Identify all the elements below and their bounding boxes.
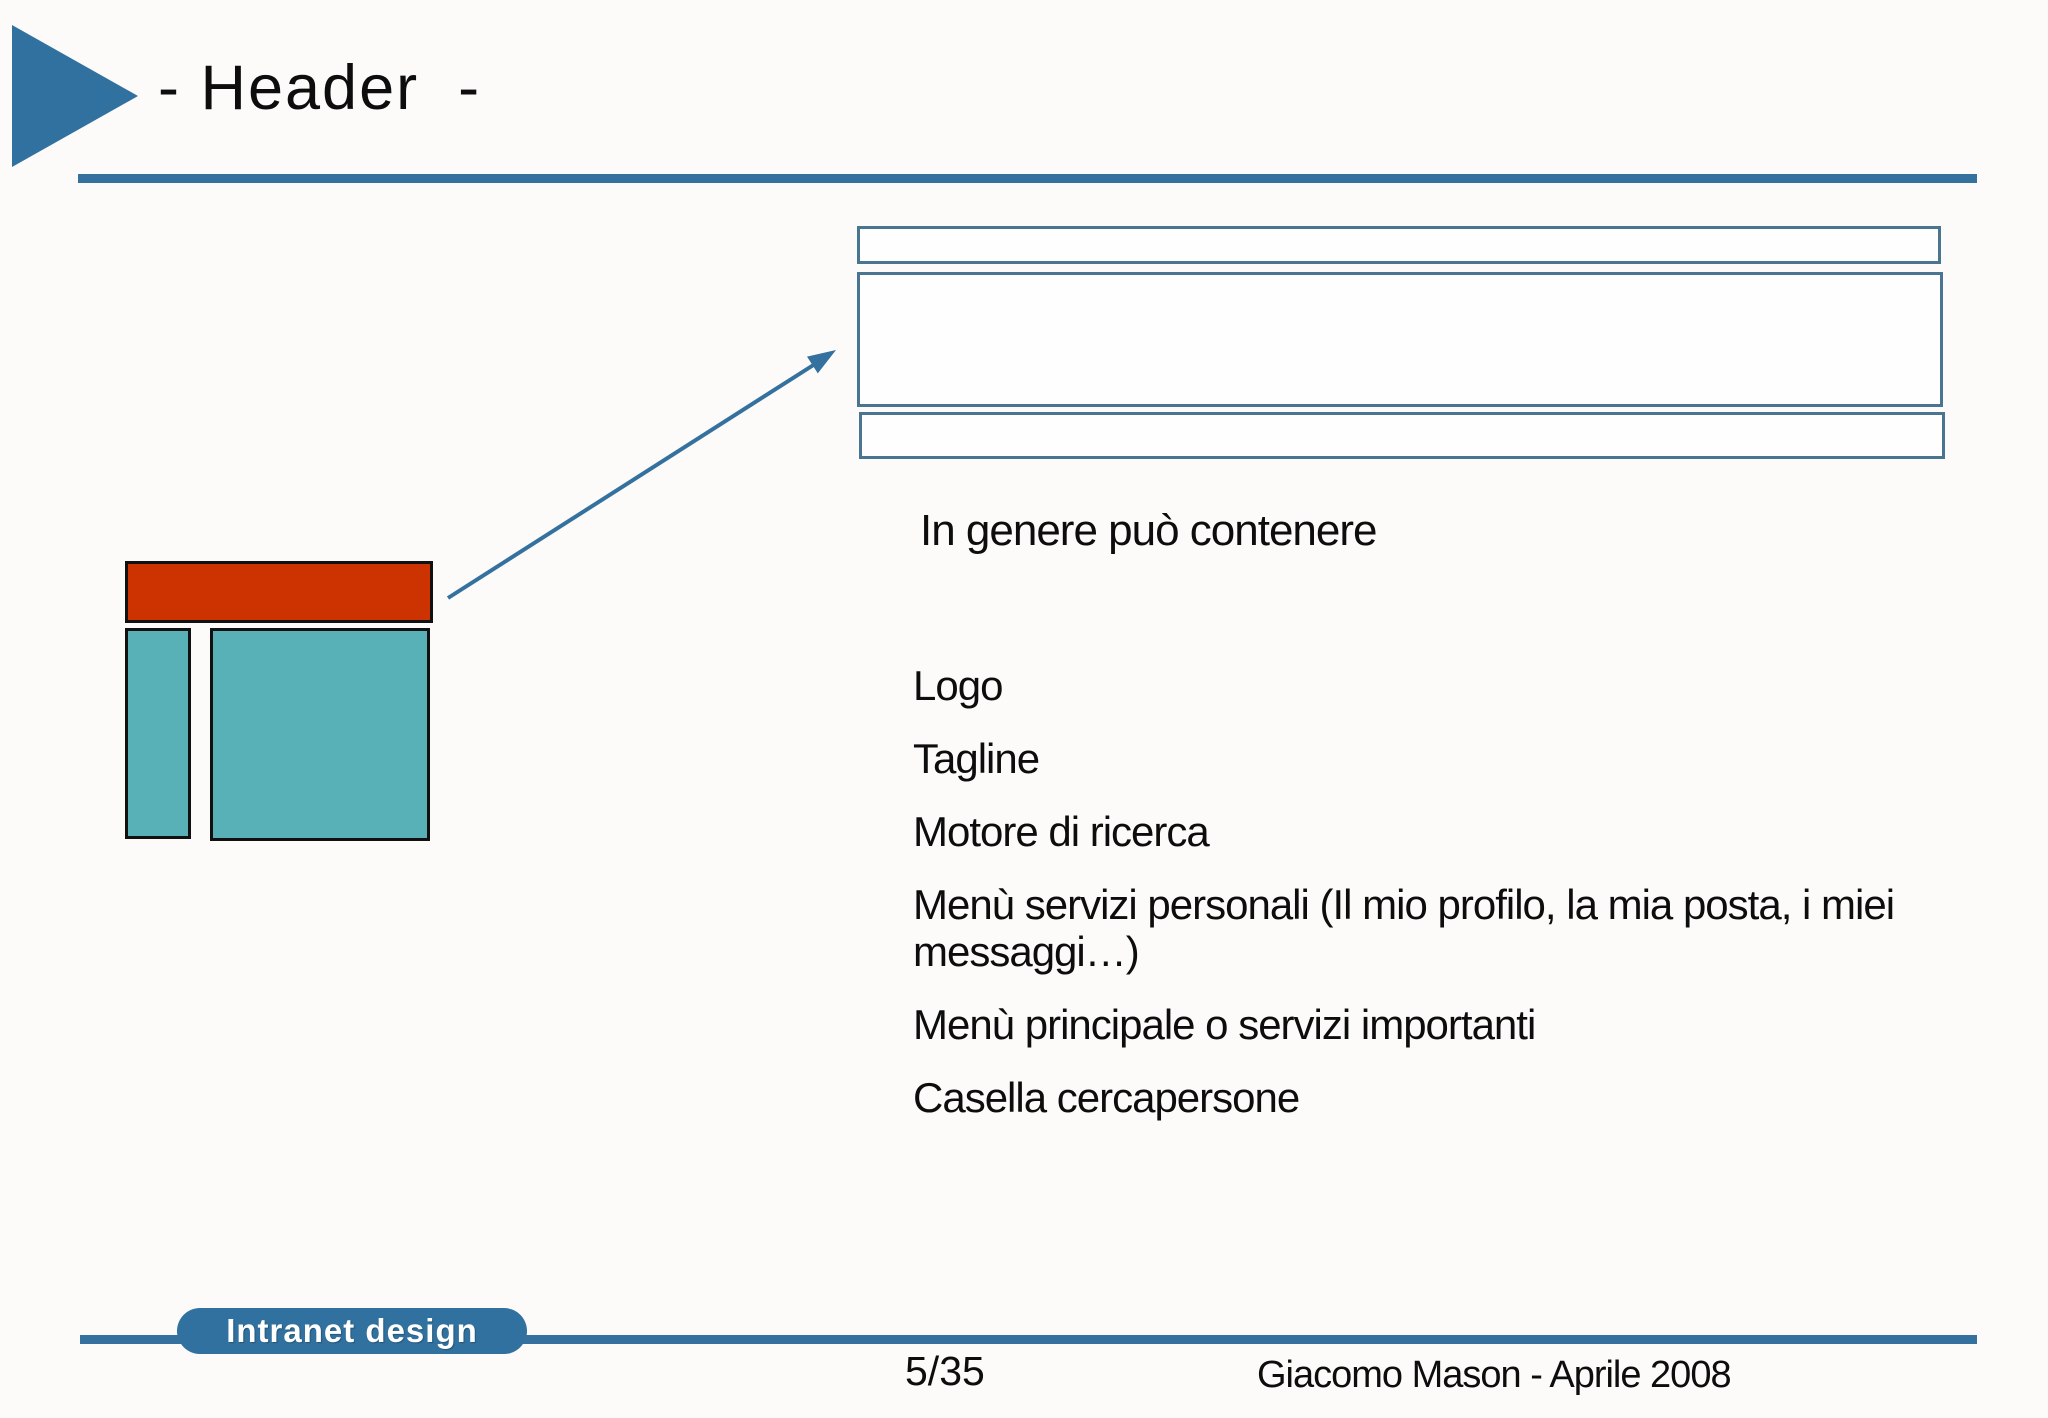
credit-text: Giacomo Mason - Aprile 2008 xyxy=(1257,1354,1732,1396)
title-rule xyxy=(78,174,1977,183)
diagonal-arrow-icon xyxy=(446,350,836,600)
wireframe-strip-middle xyxy=(857,272,1943,407)
intro-text: In genere può contenere xyxy=(920,506,1377,555)
mini-layout-content-block xyxy=(210,628,430,841)
mini-layout-header-block xyxy=(125,561,433,623)
list-item-personal-menu: Menù servizi personali (Il mio profilo, … xyxy=(913,881,1895,975)
list-item-logo: Logo xyxy=(913,662,1003,709)
list-item-main-menu: Menù principale o servizi importanti xyxy=(913,1001,1536,1048)
mini-layout-sidebar-block xyxy=(125,628,191,839)
right-triangle-icon xyxy=(12,25,138,167)
list-item-tagline: Tagline xyxy=(913,735,1040,782)
slide-title: - Header - xyxy=(158,53,482,123)
footer-badge: Intranet design xyxy=(177,1308,527,1354)
wireframe-strip-top xyxy=(857,226,1941,264)
wireframe-strip-bottom xyxy=(859,412,1945,459)
list-item-search-engine: Motore di ricerca xyxy=(913,808,1210,855)
content-list: Logo Tagline Motore di ricerca Menù serv… xyxy=(913,662,2003,1147)
list-item-people-finder: Casella cercapersone xyxy=(913,1074,1300,1121)
footer-badge-label: Intranet design xyxy=(226,1312,478,1349)
page-indicator: 5/35 xyxy=(905,1348,985,1394)
footer-rule xyxy=(80,1335,1977,1344)
